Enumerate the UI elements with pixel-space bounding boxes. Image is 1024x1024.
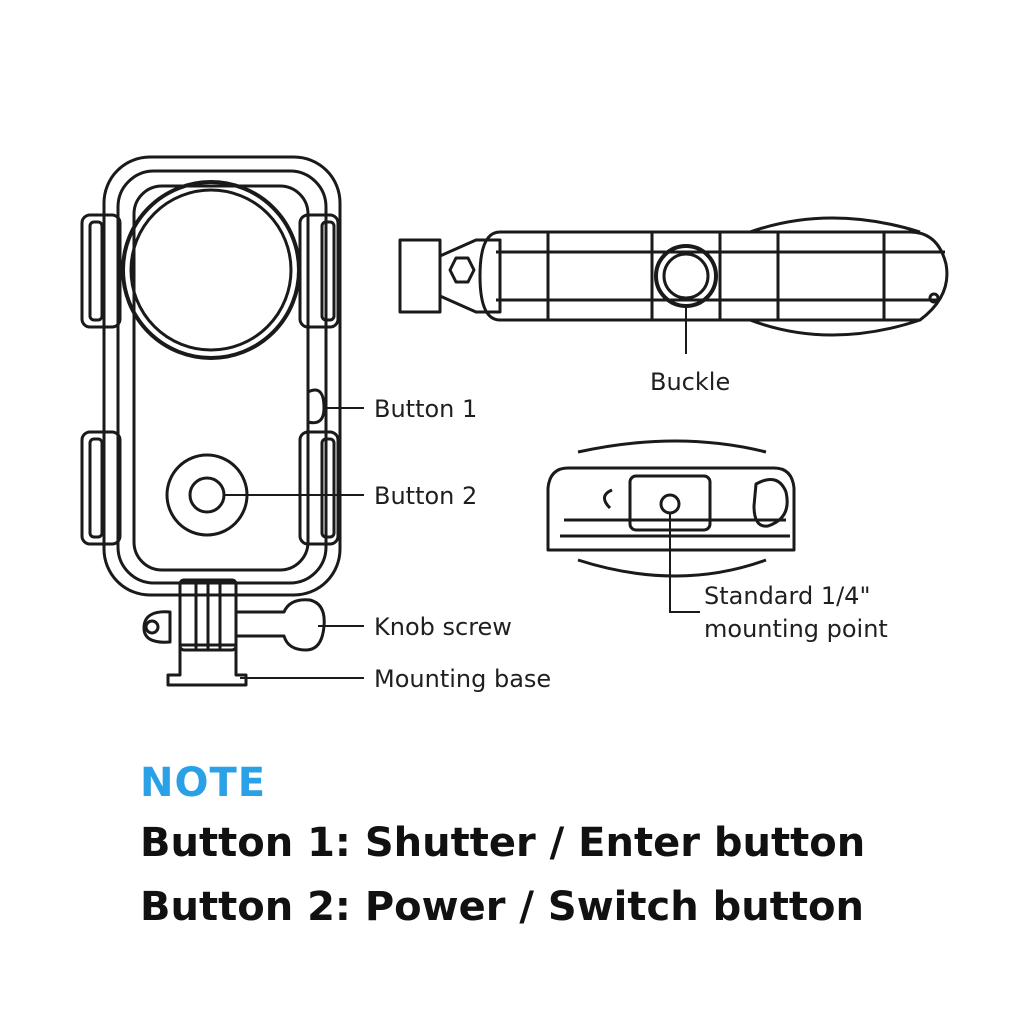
lens-dome bbox=[121, 180, 301, 360]
button-1-shape bbox=[306, 388, 326, 425]
quarter-inch-hole bbox=[659, 493, 681, 515]
note-line-button-2: Button 2: Power / Switch button bbox=[140, 884, 864, 930]
label-button-2: Button 2 bbox=[374, 482, 477, 510]
label-mount-point-line-1: Standard 1/4" bbox=[704, 582, 870, 610]
knob-screw-shape bbox=[234, 598, 326, 652]
label-buckle: Buckle bbox=[650, 368, 730, 396]
bottom-view-housing bbox=[546, 439, 796, 578]
housing-diagram: Button 1 Button 2 Knob screw Mounting ba… bbox=[80, 155, 949, 693]
label-mounting-base: Mounting base bbox=[374, 665, 551, 693]
label-knob-screw: Knob screw bbox=[374, 613, 512, 641]
note-heading: NOTE bbox=[140, 760, 267, 806]
leader-lines bbox=[224, 306, 700, 679]
label-button-1: Button 1 bbox=[374, 395, 477, 423]
top-view-housing bbox=[398, 216, 949, 337]
front-view-housing bbox=[80, 155, 342, 687]
label-mount-point-line-2: mounting point bbox=[704, 615, 888, 643]
note-section: NOTE Button 1: Shutter / Enter button Bu… bbox=[140, 760, 865, 948]
note-line-button-1: Button 1: Shutter / Enter button bbox=[140, 820, 866, 866]
